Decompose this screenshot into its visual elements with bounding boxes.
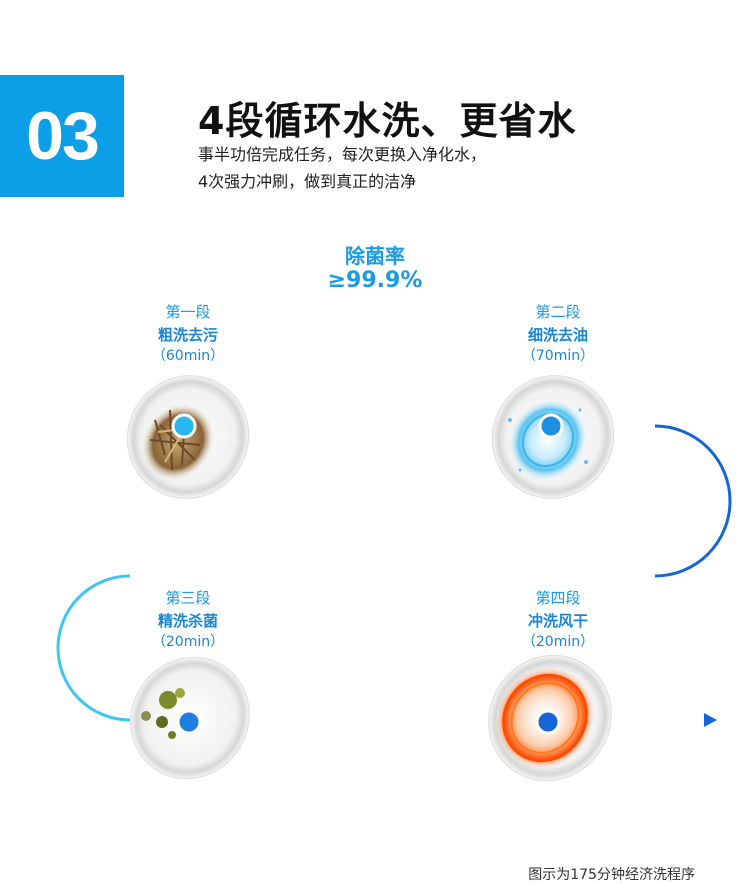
section-number: 03 (26, 98, 100, 174)
stage-2-time: （70min） (521, 348, 595, 364)
stage-4-time: （20min） (521, 634, 595, 650)
stage-2-name: 第二段 (535, 303, 581, 321)
subtitle-line-1: 事半功倍完成任务，每次更换入净化水， (198, 145, 487, 164)
stage-3-time: （20min） (151, 634, 225, 650)
program-footnote: 图示为175分钟经济洗程序 (528, 867, 695, 883)
stage-4-label: 第四段 冲洗风干 （20min） (488, 586, 628, 652)
stage-1-time: （60min） (151, 348, 225, 364)
subtitle-line-2: 4次强力冲刷，做到真正的洁净 (198, 172, 417, 191)
stage-4-title: 冲洗风干 (527, 612, 588, 630)
stage-4-name: 第四段 (535, 589, 581, 607)
stage-3-dot (176, 709, 202, 735)
stage-1-name: 第一段 (165, 303, 211, 321)
page-title: 4段循环水洗、更省水 (198, 99, 577, 143)
stage-2-title: 细洗去油 (527, 326, 588, 344)
stage-1-label: 第一段 粗洗去污 （60min） (118, 300, 258, 366)
stage-3-title: 精洗杀菌 (157, 612, 218, 630)
sterilization-rate-value: ≥99.9% (327, 268, 423, 293)
stage-3-label: 第三段 精洗杀菌 （20min） (118, 586, 258, 652)
section-number-badge: 03 (0, 75, 124, 197)
stage-4-dot (535, 709, 561, 735)
flow-curve-right (654, 424, 732, 578)
stage-2-dot (538, 413, 564, 439)
stage-1-title: 粗洗去污 (157, 326, 218, 344)
stage-2-label: 第二段 细洗去油 （70min） (488, 300, 628, 366)
sterilization-rate-label: 除菌率 (345, 244, 405, 268)
stage-3-name: 第三段 (165, 589, 211, 607)
flow-curve-left (56, 574, 131, 722)
stage-1-dot (171, 413, 197, 439)
flow-arrow-icon (704, 713, 717, 727)
